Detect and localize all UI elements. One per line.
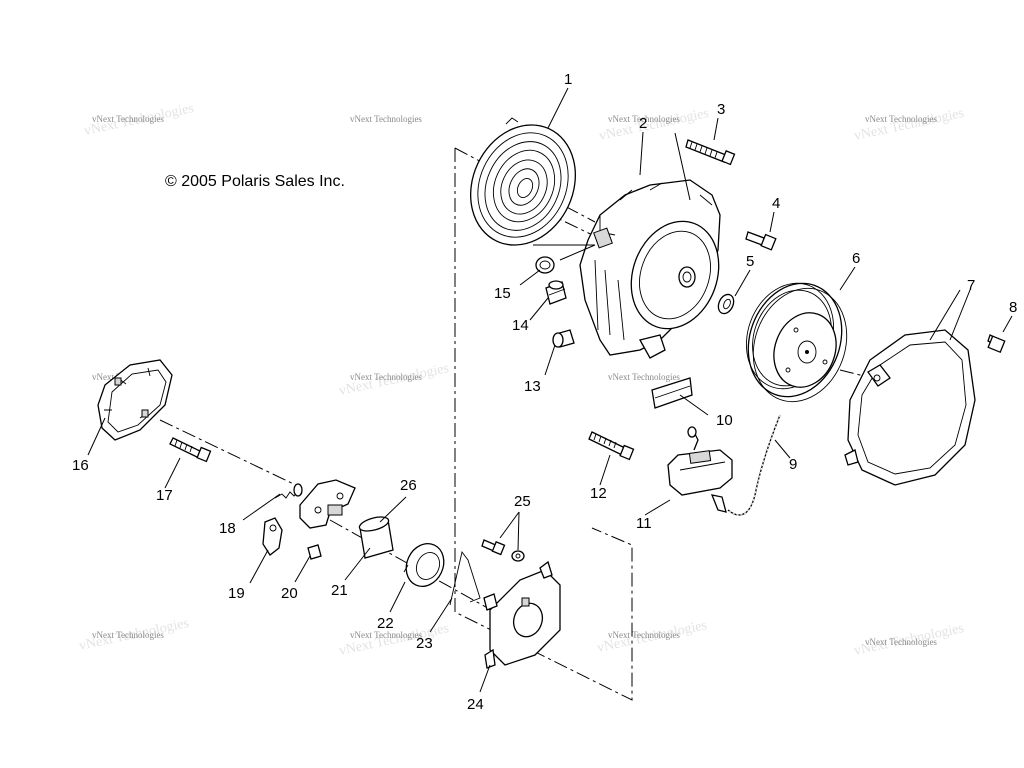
plate-bolt bbox=[481, 539, 525, 562]
callout-12: 12 bbox=[590, 485, 607, 502]
cover-bolt bbox=[987, 334, 1006, 354]
washer bbox=[717, 293, 735, 315]
pad bbox=[651, 377, 693, 409]
watermark: vNext Technologies bbox=[350, 114, 422, 124]
watermark: vNext Technologies bbox=[608, 114, 680, 124]
watermark: vNext Technologies bbox=[608, 630, 680, 640]
wiring-harness bbox=[727, 414, 781, 516]
copyright-notice: © 2005 Polaris Sales Inc. bbox=[165, 173, 345, 190]
long-bolt bbox=[685, 139, 736, 166]
callout-21: 21 bbox=[331, 582, 348, 599]
callout-2: 2 bbox=[639, 115, 647, 132]
callout-17: 17 bbox=[156, 487, 173, 504]
starter-cover bbox=[844, 329, 976, 486]
watermark: vNext Technologies bbox=[598, 106, 711, 144]
callout-26: 26 bbox=[400, 477, 417, 494]
short-bolt bbox=[745, 231, 777, 251]
callout-6: 6 bbox=[852, 250, 860, 267]
callout-10: 10 bbox=[716, 412, 733, 429]
watermark: vNext Technologies bbox=[853, 106, 966, 144]
seal-ring bbox=[403, 543, 445, 587]
pawl-bracket bbox=[299, 479, 356, 529]
switch-module bbox=[667, 426, 733, 513]
drive-bushing bbox=[358, 516, 394, 559]
grommet bbox=[535, 256, 555, 274]
ratchet-screw bbox=[169, 437, 212, 463]
callout-1: 1 bbox=[564, 71, 572, 88]
rope-pulley bbox=[745, 282, 848, 403]
starter-housing bbox=[579, 179, 721, 359]
pin bbox=[307, 544, 322, 560]
callout-19: 19 bbox=[228, 585, 245, 602]
watermark: vNext Technologies bbox=[92, 114, 164, 124]
callout-18: 18 bbox=[219, 520, 236, 537]
watermark: vNext Technologies bbox=[350, 630, 422, 640]
callout-22: 22 bbox=[377, 615, 394, 632]
ratchet-cup bbox=[97, 359, 173, 441]
callout-14: 14 bbox=[512, 317, 529, 334]
wire-spring bbox=[449, 550, 481, 606]
housing-bolt bbox=[588, 431, 635, 461]
callout-15: 15 bbox=[494, 285, 511, 302]
watermark: vNext Technologies bbox=[865, 637, 937, 647]
watermark: vNext Technologies bbox=[92, 630, 164, 640]
callout-16: 16 bbox=[72, 457, 89, 474]
callout-24: 24 bbox=[467, 696, 484, 713]
callout-11: 11 bbox=[636, 515, 652, 532]
callout-9: 9 bbox=[789, 456, 797, 473]
callout-8: 8 bbox=[1009, 299, 1017, 316]
callout-5: 5 bbox=[746, 253, 754, 270]
recoil-spring bbox=[470, 117, 576, 246]
callout-3: 3 bbox=[717, 101, 725, 118]
callout-20: 20 bbox=[281, 585, 298, 602]
watermark: vNext Technologies bbox=[865, 114, 937, 124]
callout-labels: 1 2 3 4 5 6 7 8 9 10 11 12 13 14 15 16 1… bbox=[72, 71, 1017, 713]
callout-4: 4 bbox=[772, 195, 780, 212]
watermark: vNext Technologies bbox=[608, 372, 680, 382]
pawl-spring bbox=[274, 483, 303, 499]
callout-7: 7 bbox=[967, 277, 975, 294]
fitting bbox=[545, 280, 567, 305]
pawl bbox=[262, 517, 283, 556]
watermark: vNext Technologies bbox=[350, 372, 422, 382]
mounting-plate bbox=[483, 560, 561, 669]
callout-13: 13 bbox=[524, 378, 541, 395]
callout-23: 23 bbox=[416, 635, 433, 652]
callout-25: 25 bbox=[514, 493, 531, 510]
leader-lines bbox=[87, 87, 1013, 693]
bushing bbox=[552, 329, 575, 348]
